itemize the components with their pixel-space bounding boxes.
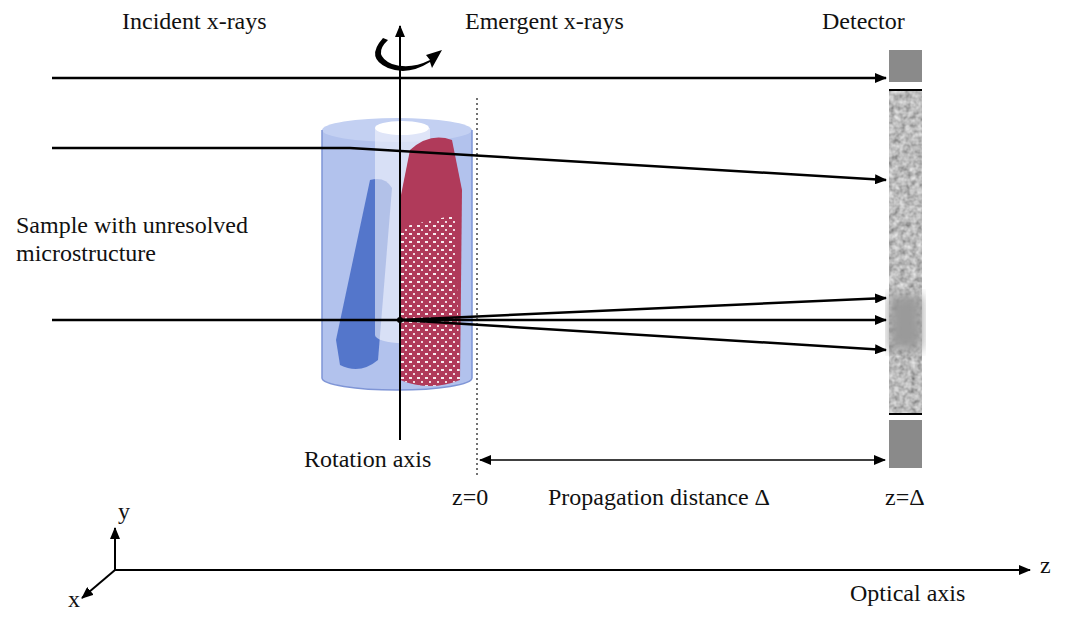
- sample-cylinder: [322, 118, 472, 390]
- figure-label: z=Δ: [885, 484, 925, 512]
- figure-label: y: [118, 498, 130, 526]
- figure-label: z=0: [452, 484, 488, 512]
- figure-label: Emergent x-rays: [465, 8, 624, 36]
- figure-label: Rotation axis: [304, 446, 431, 474]
- figure-label: Optical axis: [850, 580, 965, 608]
- rotation-axis: [375, 26, 442, 440]
- figure-label: x: [68, 586, 80, 614]
- detector: [889, 50, 922, 468]
- figure-label: Detector: [822, 8, 905, 36]
- figure-label: z: [1040, 552, 1051, 580]
- figure-label: Sample with unresolved microstructure: [16, 212, 328, 267]
- figure-label: Incident x-rays: [122, 8, 267, 36]
- figure-label: Propagation distance Δ: [548, 484, 770, 512]
- propagation-arrow: [480, 459, 885, 461]
